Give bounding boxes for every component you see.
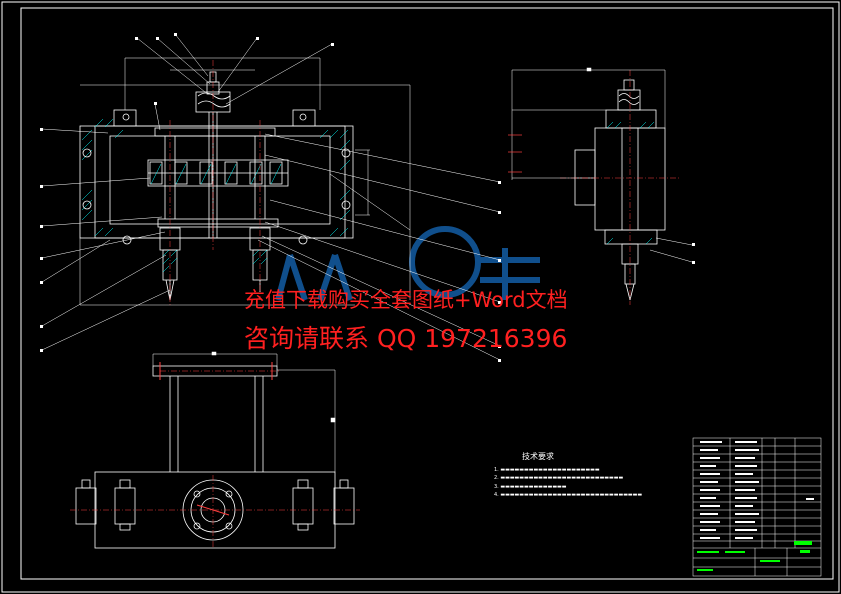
note-item: 1. ▬▬▬▬▬▬▬▬▬▬▬▬▬▬▬▬▬▬▬▬▬	[494, 467, 600, 473]
top-dimensions	[152, 67, 592, 472]
watermark-line-1: 充值下载购买全套图纸+Word文档	[244, 288, 568, 312]
title-block	[692, 437, 822, 577]
inner-border	[20, 7, 834, 580]
technical-requirements-title: 技术要求	[522, 452, 554, 461]
watermark-line-2: 咨询请联系 QQ 197216396	[244, 324, 568, 353]
part-number-marks	[40, 33, 695, 362]
top-view	[70, 362, 360, 549]
note-item: 3. ▬▬▬▬▬▬▬▬▬▬▬▬▬▬	[494, 483, 567, 490]
note-item: 4. ▬▬▬▬▬▬▬▬▬▬▬▬▬▬▬▬▬▬▬▬▬▬▬▬▬▬▬▬▬▬	[494, 491, 643, 498]
front-view	[79, 60, 354, 305]
logo-watermark	[275, 226, 540, 301]
bom-rows	[693, 445, 821, 542]
side-dimensions	[508, 69, 693, 263]
technical-requirements-list: 1. ▬▬▬▬▬▬▬▬▬▬▬▬▬▬▬▬▬▬▬▬▬ 2. ▬▬▬▬▬▬▬▬▬▬▬▬…	[494, 466, 684, 499]
side-view	[560, 70, 680, 305]
note-item: 2. ▬▬▬▬▬▬▬▬▬▬▬▬▬▬▬▬▬▬▬▬▬▬▬▬▬▬	[494, 475, 624, 482]
front-dimensions	[79, 57, 411, 306]
leader-lines	[41, 33, 501, 361]
